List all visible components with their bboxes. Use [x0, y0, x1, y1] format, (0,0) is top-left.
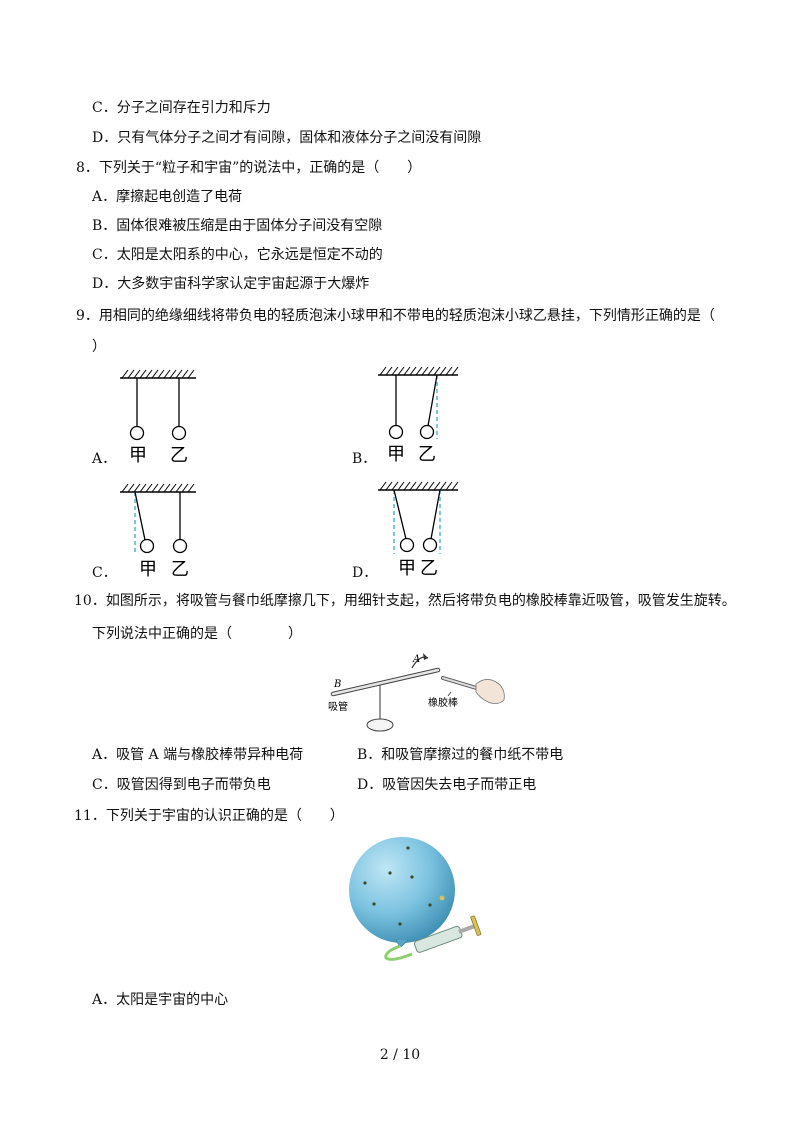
- q9-option-d-label: D．: [352, 565, 378, 581]
- q8-option-d: D．大多数宇宙科学家认定宇宙起源于大爆炸: [92, 276, 370, 292]
- q11-balloon-figure: [349, 837, 482, 961]
- label-end-b: B: [333, 679, 341, 690]
- rod-label: 橡胶棒: [428, 696, 458, 709]
- q9-stem: 9．用相同的绝缘细线将带负电的轻质泡沫小球甲和不带电的轻质泡沫小球乙悬挂，下列情…: [76, 308, 715, 324]
- ball-label-yi: 乙: [171, 559, 189, 580]
- q9-option-d-figure: 甲 乙: [378, 481, 459, 579]
- q8-option-b: B．固体很难被压缩是由于固体分子间没有空隙: [92, 218, 383, 234]
- q8-option-a: A．摩擦起电创造了电荷: [92, 189, 243, 205]
- q11-option-a: A．太阳是宇宙的中心: [92, 992, 229, 1008]
- q9-stem-end: ）: [92, 339, 106, 355]
- q10-option-b: B．和吸管摩擦过的餐巾纸不带电: [357, 747, 564, 763]
- q10-option-c: C．吸管因得到电子而带负电: [92, 777, 271, 793]
- ball-label-jia: 甲: [387, 444, 405, 465]
- q11-stem: 11．下列关于宇宙的认识正确的是（ ）: [74, 808, 344, 824]
- q10-stem-end: 下列说法中正确的是（ ）: [92, 626, 302, 642]
- q9-option-a-label: A．: [92, 451, 117, 467]
- straw-label: 吸管: [328, 700, 348, 713]
- ball-label-jia: 甲: [398, 558, 416, 579]
- q9-option-b-label: B．: [352, 451, 377, 467]
- q7-option-d: D．只有气体分子之间才有间隙，固体和液体分子之间没有间隙: [92, 130, 482, 146]
- ball-label-yi: 乙: [420, 558, 438, 579]
- q9-option-c-label: C．: [92, 565, 117, 581]
- q10-stem: 10．如图所示，将吸管与餐巾纸摩擦几下，用细针支起，然后将带负电的橡胶棒靠近吸管…: [74, 593, 736, 609]
- q9-option-b-figure: 甲 乙: [378, 366, 459, 465]
- q10-option-d: D．吸管因失去电子而带正电: [357, 777, 537, 793]
- label-end-a: A: [412, 654, 420, 665]
- q8-option-c: C．太阳是太阳系的中心，它永远是恒定不动的: [92, 247, 383, 263]
- ball-label-jia: 甲: [129, 445, 147, 466]
- q7-option-c: C．分子之间存在引力和斥力: [92, 100, 271, 116]
- q8-stem: 8．下列关于“粒子和宇宙”的说法中，正确的是（ ）: [76, 160, 422, 176]
- q10-straw-figure: A B 吸管 橡胶棒: [328, 653, 505, 732]
- ball-label-yi: 乙: [418, 444, 436, 465]
- ball-label-jia: 甲: [139, 559, 157, 580]
- q9-option-a-figure: 甲 乙: [120, 369, 196, 466]
- q10-option-a: A．吸管 A 端与橡胶棒带异种电荷: [92, 747, 304, 763]
- page-number: 2 / 10: [379, 1047, 421, 1063]
- ball-label-yi: 乙: [170, 445, 188, 466]
- q9-option-c-figure: 甲 乙: [120, 483, 196, 580]
